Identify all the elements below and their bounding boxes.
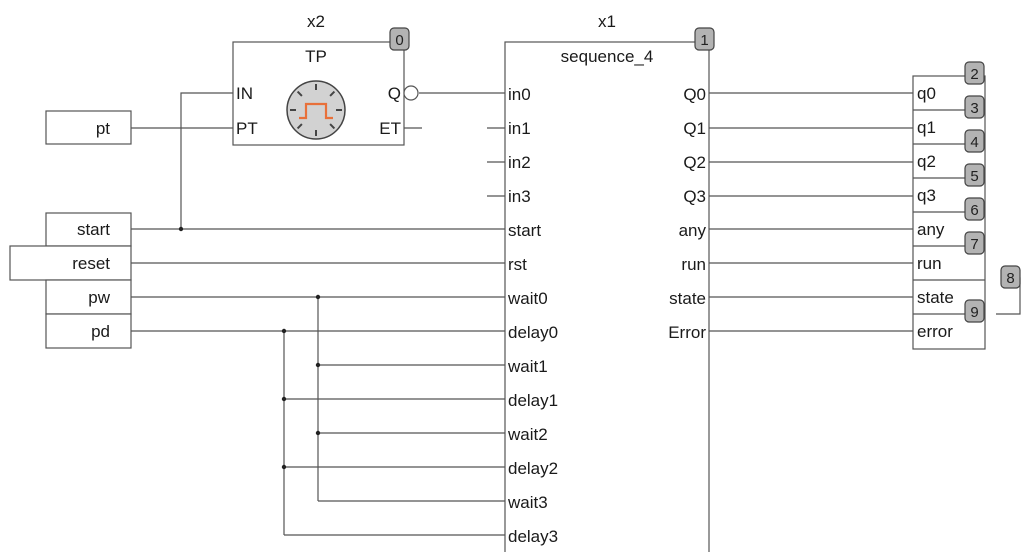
output-variable-q1[interactable]: q1 [917, 118, 936, 137]
pin-in: IN [236, 84, 253, 103]
output-variable-state[interactable]: state [917, 288, 954, 307]
variable-label: start [77, 220, 110, 239]
svg-text:0: 0 [395, 32, 403, 49]
variable-box[interactable] [45, 313, 132, 349]
pin-wait0: wait0 [507, 289, 548, 308]
output-order-badges: 2 3 4 5 6 7 8 9 [964, 61, 1021, 323]
input-variable-pw[interactable]: pw [45, 279, 132, 315]
pin-rst: rst [508, 255, 527, 274]
pin-error: Error [668, 323, 706, 342]
pin-in0: in0 [508, 85, 531, 104]
variable-box[interactable] [45, 279, 132, 315]
pin-delay2: delay2 [508, 459, 558, 478]
pin-q0: Q0 [683, 85, 706, 104]
variable-label: pt [96, 119, 110, 138]
output-variable-q3[interactable]: q3 [917, 186, 936, 205]
svg-text:4: 4 [970, 134, 978, 151]
block-type-name: TP [305, 47, 327, 66]
output-variable-run[interactable]: run [917, 254, 942, 273]
junction-dot [315, 362, 321, 368]
pin-et: ET [379, 119, 401, 138]
variable-box[interactable] [9, 245, 132, 281]
svg-text:5: 5 [970, 168, 978, 185]
block-body[interactable] [504, 41, 710, 552]
svg-text:1: 1 [700, 32, 708, 49]
pin-in3: in3 [508, 187, 531, 206]
output-variable-any[interactable]: any [917, 220, 945, 239]
junction-dot [315, 294, 321, 300]
block-x1-sequence[interactable]: x1 sequence_4 in0 in1 in2 in3 start rst wait0 d… [504, 12, 715, 552]
pin-q: Q [388, 84, 401, 103]
output-order-badge: 2 [964, 61, 985, 85]
output-order-badge: 9 [964, 299, 985, 323]
pin-q2: Q2 [683, 153, 706, 172]
pin-delay1: delay1 [508, 391, 558, 410]
output-order-badge: 7 [964, 231, 985, 255]
input-pins: in0 in1 in2 in3 start rst wait0 delay0 wait1 dela… [507, 85, 558, 546]
svg-text:3: 3 [970, 100, 978, 117]
block-x2-tp[interactable]: x2 TP IN PT Q ET 0 [232, 12, 419, 146]
variable-box[interactable] [45, 212, 132, 247]
pin-wait1: wait1 [507, 357, 548, 376]
svg-text:8: 8 [1006, 270, 1014, 287]
negation-circle [403, 85, 419, 101]
output-order-badge: 8 [1000, 265, 1021, 289]
junction-dot [281, 464, 287, 470]
pin-wait3: wait3 [507, 493, 548, 512]
pin-pt: PT [236, 119, 258, 138]
wire-start-to-tp-in [180, 92, 233, 229]
pin-start: start [508, 221, 541, 240]
output-order-badge: 4 [964, 129, 985, 153]
junction-dot [281, 396, 287, 402]
pin-in1: in1 [508, 119, 531, 138]
output-order-badge: 6 [964, 197, 985, 221]
pin-q1: Q1 [683, 119, 706, 138]
wires [131, 92, 913, 536]
block-type-name: sequence_4 [561, 47, 654, 66]
variable-label: pd [91, 322, 110, 341]
input-variable-reset[interactable]: reset [9, 245, 132, 281]
pin-wait2: wait2 [507, 425, 548, 444]
output-variable-q2[interactable]: q2 [917, 152, 936, 171]
input-variable-start[interactable]: start [45, 212, 132, 247]
variable-box[interactable] [45, 110, 132, 145]
output-variable-q0[interactable]: q0 [917, 84, 936, 103]
pin-any: any [679, 221, 707, 240]
pulse-waveform [299, 102, 333, 120]
block-order-badge: 0 [389, 27, 410, 51]
junction-dot [315, 430, 321, 436]
output-order-badge: 5 [964, 163, 985, 187]
svg-text:7: 7 [970, 236, 978, 253]
junction-dot [178, 226, 184, 232]
junctions [178, 226, 321, 470]
output-order-badge: 3 [964, 95, 985, 119]
svg-text:9: 9 [970, 304, 978, 321]
output-variable-error[interactable]: error [917, 322, 953, 341]
pin-run: run [681, 255, 706, 274]
variable-label: pw [88, 288, 110, 307]
block-instance-name: x2 [307, 12, 325, 31]
pin-q3: Q3 [683, 187, 706, 206]
block-instance-name: x1 [598, 12, 616, 31]
svg-text:6: 6 [970, 202, 978, 219]
pin-delay3: delay3 [508, 527, 558, 546]
pin-delay0: delay0 [508, 323, 558, 342]
junction-dot [281, 328, 287, 334]
output-variable-rows: q0 q1 q2 q3 any run state error [913, 84, 985, 341]
variable-label: reset [72, 254, 110, 273]
pin-in2: in2 [508, 153, 531, 172]
block-order-badge: 1 [694, 27, 715, 51]
input-variable-pt[interactable]: pt [45, 110, 132, 145]
pin-state: state [669, 289, 706, 308]
input-variable-pd[interactable]: pd [45, 313, 132, 349]
svg-text:2: 2 [970, 66, 978, 83]
pulse-timer-icon [286, 80, 346, 140]
